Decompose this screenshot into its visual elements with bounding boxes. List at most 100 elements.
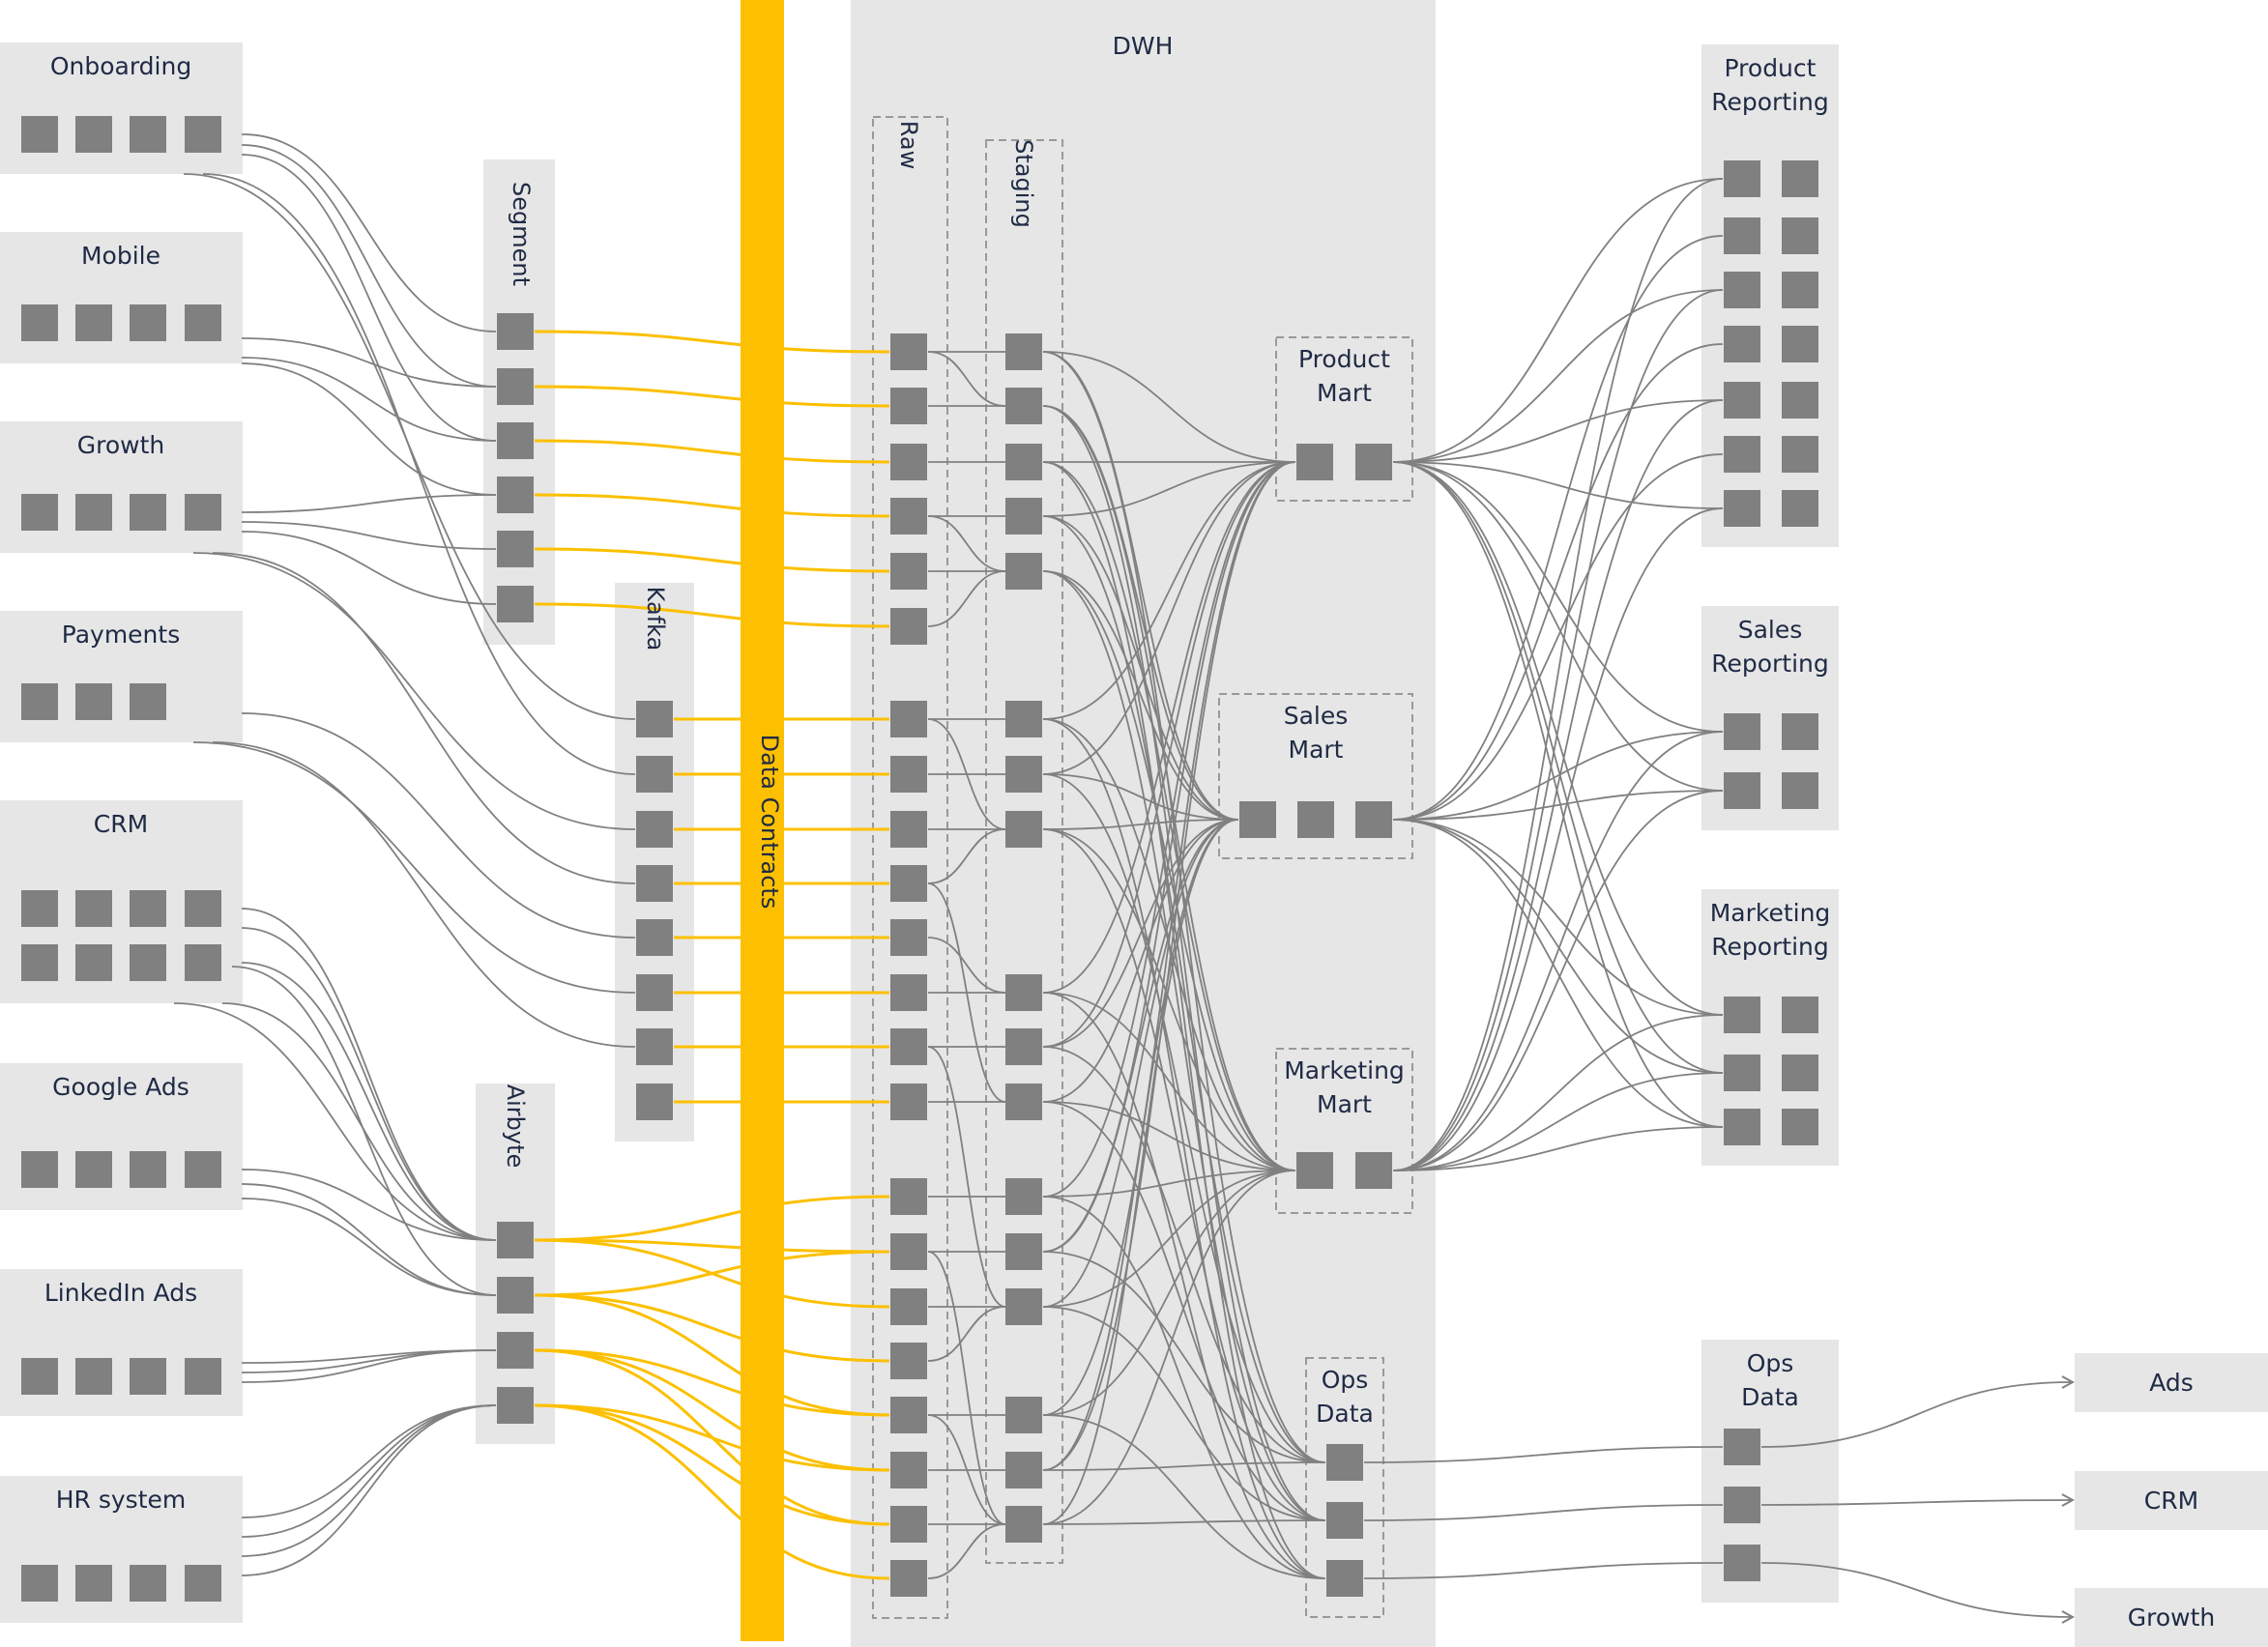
mart-to-reporting-link <box>1392 461 1724 1074</box>
source-table-square <box>185 304 221 341</box>
source-table-square <box>21 683 58 720</box>
lineage-link <box>241 1349 497 1373</box>
staging-to-mart-link <box>1042 819 1239 1471</box>
source-table-square <box>75 116 112 153</box>
kafka-label: Kafka <box>642 587 669 651</box>
contract-link <box>534 1250 890 1297</box>
source-table-square <box>75 1358 112 1395</box>
mart-to-reporting-link <box>1392 819 1724 1074</box>
lineage-link <box>241 531 497 605</box>
reporting-table-square <box>1724 1055 1760 1091</box>
lineage-link <box>241 362 497 496</box>
mart-title-line1: Sales <box>1284 702 1349 730</box>
lineage-link <box>241 1349 497 1383</box>
reporting-table-square <box>1782 997 1818 1033</box>
mart-to-reporting-link <box>1392 178 1724 1171</box>
staging-to-mart-link <box>1042 461 1296 1198</box>
reporting-table-square <box>1724 217 1760 254</box>
lineage-links-layer <box>173 133 2073 1617</box>
staging-to-mart-link <box>1042 405 1326 1521</box>
mart-table-square <box>1326 1560 1363 1597</box>
source-title: Growth <box>77 431 165 459</box>
lineage-link <box>241 1404 497 1538</box>
reporting-title-line2: Data <box>1741 1383 1799 1411</box>
lineage-link <box>241 1404 497 1518</box>
mart-table-square <box>1239 801 1276 838</box>
staging-to-mart-link <box>1042 1170 1296 1308</box>
source-table-square <box>21 1565 58 1602</box>
reverse-etl-link <box>1760 1500 2073 1505</box>
lineage-link <box>241 927 497 1241</box>
lineage-link <box>241 1404 497 1557</box>
data-contracts-bar <box>741 0 784 1641</box>
staging-to-mart-link <box>1042 1101 1326 1521</box>
destination-panel <box>2075 1353 2268 1412</box>
source-table-square <box>21 304 58 341</box>
staging-to-mart-link <box>1042 1101 1296 1171</box>
contract-link <box>534 330 890 354</box>
source-table-square <box>75 494 112 531</box>
lineage-link <box>241 1183 497 1296</box>
segment-table-square <box>497 531 534 567</box>
lineage-link <box>231 966 497 1296</box>
lineage-link <box>212 552 636 884</box>
mart-to-reporting-link <box>1392 819 1724 1128</box>
raw-table-square <box>890 701 927 737</box>
reporting-table-square <box>1724 326 1760 362</box>
raw-table-square <box>890 1452 927 1488</box>
data-contracts-label: Data Contracts <box>756 735 783 910</box>
reporting-table-square <box>1782 217 1818 254</box>
contract-links-layer <box>534 330 890 1580</box>
staging-table-square <box>1005 1233 1042 1270</box>
raw-table-square <box>890 756 927 793</box>
segment-table-square <box>497 368 534 405</box>
contract-link <box>534 493 890 518</box>
staging-to-mart-link <box>1042 1519 1326 1525</box>
source-table-square <box>21 890 58 927</box>
staging-to-mart-link <box>1042 1170 1296 1198</box>
mart-table-square <box>1296 444 1333 480</box>
source-title: CRM <box>94 810 148 838</box>
source-table-square <box>130 890 166 927</box>
staging-to-mart-link <box>1042 461 1296 720</box>
staging-table-square <box>1005 974 1042 1011</box>
source-table-square <box>130 304 166 341</box>
contract-link <box>534 1293 890 1417</box>
staging-table-square <box>1005 1288 1042 1325</box>
source-table-square <box>185 1151 221 1188</box>
source-table-square <box>75 683 112 720</box>
reporting-title-line2: Reporting <box>1711 88 1829 116</box>
raw-table-square <box>890 919 927 956</box>
kafka-table-square <box>636 1028 673 1065</box>
staging-to-mart-link <box>1042 1414 1326 1579</box>
raw-to-staging-link <box>927 351 1006 407</box>
staging-to-mart-link <box>1042 461 1296 1471</box>
reporting-table-square <box>1724 1109 1760 1145</box>
staging-to-mart-link <box>1042 819 1239 830</box>
airbyte-table-square <box>497 1277 534 1314</box>
source-table-square <box>130 116 166 153</box>
staging-table-square <box>1005 1506 1042 1543</box>
source-table-square <box>21 116 58 153</box>
reporting-title-line1: Marketing <box>1710 899 1831 927</box>
staging-to-mart-link <box>1042 718 1326 1579</box>
mart-table-square <box>1326 1444 1363 1481</box>
raw-table-square <box>890 553 927 590</box>
reverse-etl-link <box>1760 1562 2073 1617</box>
source-table-square <box>130 1358 166 1395</box>
reporting-table-square <box>1724 490 1760 527</box>
source-table-square <box>185 1358 221 1395</box>
reporting-table-square <box>1724 772 1760 809</box>
staging-to-mart-link <box>1042 1196 1326 1579</box>
source-table-square <box>185 116 221 153</box>
lineage-link <box>241 521 497 550</box>
source-table-square <box>75 1565 112 1602</box>
raw-to-staging-link <box>927 1251 1006 1525</box>
raw-label: Raw <box>895 121 922 169</box>
raw-table-square <box>890 498 927 535</box>
staging-to-mart-link <box>1042 828 1296 1171</box>
mart-to-reporting-link <box>1392 178 1724 463</box>
staging-table-square <box>1005 701 1042 737</box>
mart-to-reporting-link <box>1392 1014 1724 1171</box>
mart-title-line2: Data <box>1316 1400 1374 1428</box>
